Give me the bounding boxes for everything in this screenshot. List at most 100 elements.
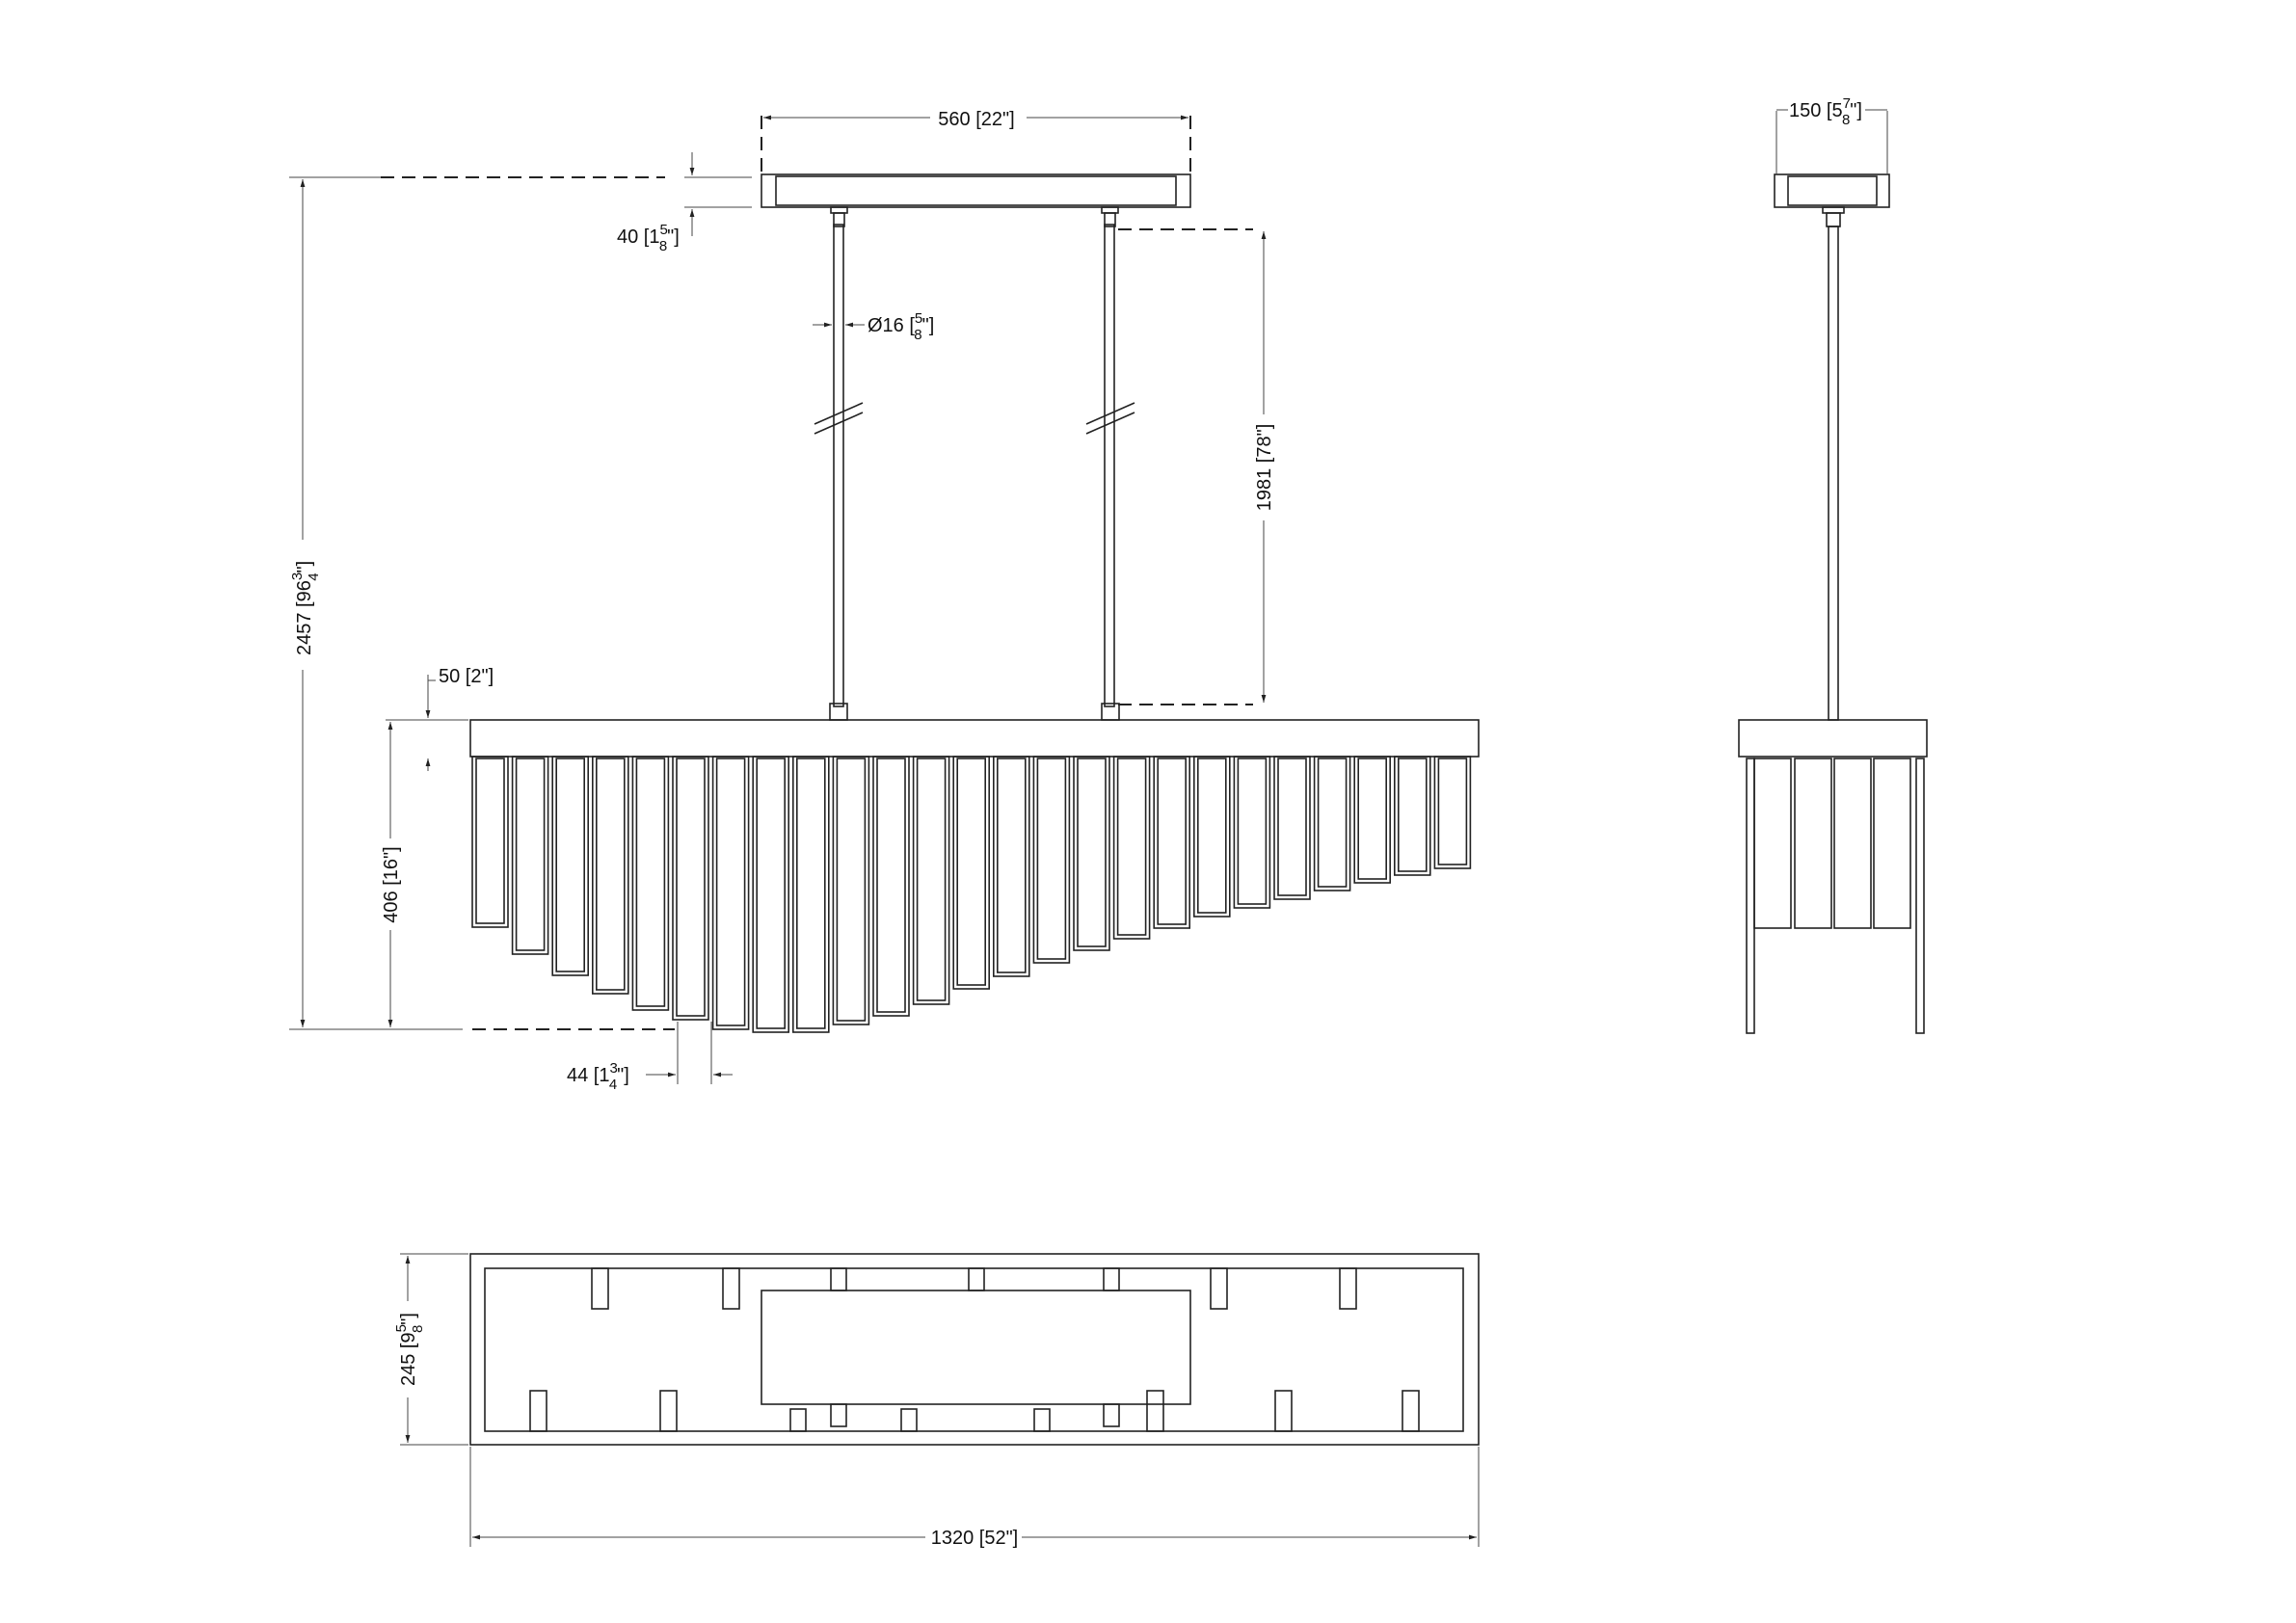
canopy bbox=[761, 116, 1191, 208]
dim-canopy-width: 560 [22"] bbox=[763, 104, 1188, 130]
crystal bbox=[711, 756, 750, 1030]
fraction-num: 5 bbox=[659, 222, 667, 238]
crystal-inner bbox=[676, 758, 706, 1017]
crystal-edge bbox=[1915, 758, 1925, 1034]
dim-length: 1320 [52"] bbox=[469, 1447, 1480, 1550]
crystal bbox=[591, 756, 629, 995]
crystal bbox=[791, 756, 830, 1033]
crystal-inner bbox=[1036, 758, 1067, 960]
crystal-inner bbox=[756, 758, 787, 1029]
svg-text:2457 [9634"]: 2457 [9634"] bbox=[289, 561, 322, 655]
crystal bbox=[1873, 758, 1911, 929]
crystal-inner bbox=[1157, 758, 1187, 925]
rods bbox=[814, 206, 1135, 721]
fraction-num: 5 bbox=[915, 310, 922, 327]
svg-text:Ø16 [58"]: Ø16 [58"] bbox=[868, 310, 934, 343]
crystal bbox=[1073, 756, 1110, 951]
crystal-inner bbox=[475, 758, 505, 924]
mount-tab bbox=[900, 1408, 918, 1432]
svg-text:44 [134"]: 44 [134"] bbox=[567, 1060, 629, 1093]
crystal-inner bbox=[635, 758, 666, 1007]
crystal-width-label: 44 [1 bbox=[567, 1065, 609, 1086]
crystal bbox=[471, 756, 509, 928]
mount-tab bbox=[1210, 1267, 1228, 1310]
mount-tab bbox=[1103, 1403, 1120, 1427]
svg-text:1981 [78"]: 1981 [78"] bbox=[1254, 424, 1275, 512]
mount-tab bbox=[1103, 1267, 1120, 1291]
svg-text:245 [958"]: 245 [958"] bbox=[393, 1313, 426, 1386]
fraction-tail: "] bbox=[922, 315, 935, 336]
cable-length-label: 1981 [78"] bbox=[1254, 424, 1275, 512]
mount-tab bbox=[1339, 1267, 1357, 1310]
svg-text:40 [158"]: 40 [158"] bbox=[617, 222, 680, 254]
crystal bbox=[1833, 758, 1872, 929]
crystal-inner bbox=[1197, 758, 1227, 914]
length-label: 1320 [52"] bbox=[931, 1528, 1019, 1549]
dim-body-top: 50 [2"] bbox=[386, 666, 494, 771]
mount-tab bbox=[1033, 1408, 1051, 1432]
dim-cable-length: 1981 [78"] bbox=[1118, 228, 1276, 705]
crystal-inner bbox=[1357, 758, 1387, 880]
crystal-inner bbox=[1116, 758, 1147, 936]
crystal bbox=[952, 756, 991, 990]
fraction-den: 8 bbox=[659, 238, 667, 254]
dim-overall-height: 2457 [9634"] bbox=[289, 176, 675, 1030]
svg-text:406 [16"]: 406 [16"] bbox=[381, 846, 402, 922]
fraction-num: 5 bbox=[393, 1324, 410, 1332]
crystal bbox=[1794, 758, 1832, 929]
dim-depth: 245 [958"] bbox=[393, 1253, 468, 1446]
mount-tab bbox=[830, 1403, 847, 1427]
mount-tab bbox=[659, 1390, 678, 1432]
mount-tab bbox=[529, 1390, 547, 1432]
body-height-label: 406 [16"] bbox=[381, 846, 402, 922]
crystal-inner bbox=[515, 758, 546, 951]
crystal bbox=[1433, 756, 1472, 869]
crystal bbox=[993, 756, 1030, 977]
crystal bbox=[1753, 758, 1792, 929]
canopy-width-label: 560 [22"] bbox=[938, 109, 1014, 130]
mount-tab bbox=[789, 1408, 807, 1432]
crystal-inner bbox=[916, 758, 947, 1001]
crystal-inner bbox=[1237, 758, 1268, 905]
mount-tab bbox=[1146, 1390, 1164, 1432]
svg-text:1320 [52"]: 1320 [52"] bbox=[931, 1528, 1019, 1549]
fraction-num: 3 bbox=[289, 572, 306, 580]
crystal bbox=[1112, 756, 1151, 940]
crystal-inner bbox=[997, 758, 1027, 973]
crystal bbox=[1353, 756, 1391, 884]
crystal bbox=[912, 756, 950, 1005]
crystal bbox=[1394, 756, 1431, 876]
crystal-inner bbox=[956, 758, 987, 986]
fraction-num: 7 bbox=[1843, 95, 1851, 112]
front-view bbox=[469, 116, 1480, 1033]
crystal bbox=[1032, 756, 1071, 964]
crystal-inner bbox=[715, 758, 746, 1026]
fraction-tail: "] bbox=[617, 1065, 629, 1086]
crystal-inner bbox=[836, 758, 867, 1022]
fraction-tail: "] bbox=[294, 561, 315, 573]
crystal bbox=[1193, 756, 1231, 918]
crystal bbox=[872, 756, 910, 1017]
fraction-tail: "] bbox=[1850, 100, 1862, 121]
fraction-den: 8 bbox=[914, 327, 921, 343]
overall-height-label: 2457 [96 bbox=[294, 580, 315, 655]
mount-tab bbox=[722, 1267, 740, 1310]
crystal-inner bbox=[1398, 758, 1428, 872]
crystals bbox=[471, 756, 1472, 1033]
svg-text:50 [2"]: 50 [2"] bbox=[439, 666, 494, 687]
crystal-inner bbox=[555, 758, 586, 972]
crystal bbox=[551, 756, 590, 976]
mount-tab bbox=[591, 1267, 609, 1310]
crystal bbox=[1273, 756, 1311, 900]
fraction-den: 8 bbox=[1842, 112, 1850, 128]
body-top-label: 50 [2"] bbox=[439, 666, 494, 687]
crystal bbox=[1313, 756, 1351, 891]
fraction-num: 3 bbox=[609, 1060, 617, 1077]
side-width-label: 150 [5 bbox=[1789, 100, 1843, 121]
svg-text:150 [578"]: 150 [578"] bbox=[1789, 95, 1862, 128]
crystal-inner bbox=[1077, 758, 1107, 947]
crystal-inner bbox=[876, 758, 906, 1013]
